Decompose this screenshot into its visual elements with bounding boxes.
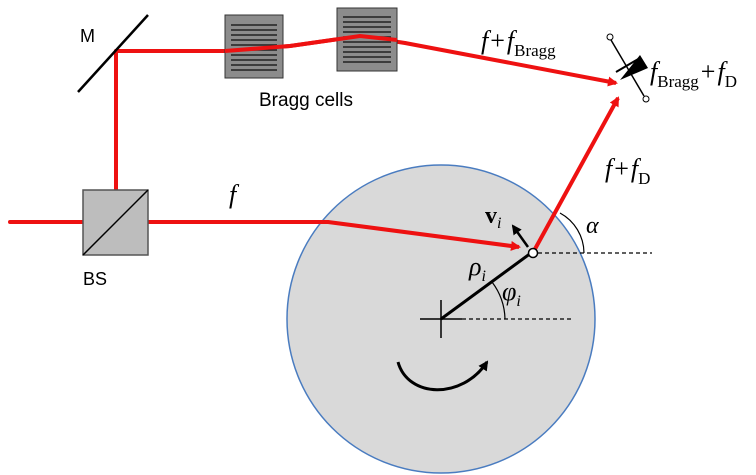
phi-label: φi: [502, 277, 521, 310]
beam-splitter: [82, 189, 149, 256]
radius-label: ρi: [468, 252, 486, 285]
mirror-label: M: [80, 26, 95, 46]
velocity-arrow: [511, 224, 530, 248]
rotation-arrow: [396, 360, 489, 392]
input-frequency-label: f: [229, 180, 240, 209]
measurement-beam: [327, 220, 521, 251]
shifted-reference-frequency-label: f+fBragg: [481, 26, 556, 60]
scattered-beam: [533, 96, 620, 250]
photodetector: [606, 33, 650, 103]
radius-line: [440, 251, 532, 321]
velocity-label: vi: [485, 203, 501, 232]
bragg-cell-1: [224, 14, 284, 79]
mirror: [77, 14, 149, 93]
reference-beam-to-detector: [404, 41, 618, 87]
detector-frequency-label: fBragg+fD: [650, 57, 737, 91]
scattering-particle: [527, 247, 539, 259]
alpha-angle-arc: [559, 212, 585, 254]
beam-through-bragg-cells: [224, 33, 398, 53]
doppler-frequency-label: f+fD: [605, 154, 650, 188]
beam-splitter-label: BS: [83, 269, 107, 289]
alpha-label: α: [586, 213, 599, 239]
phi-angle-arc: [491, 281, 506, 320]
bragg-cells-label: Bragg cells: [259, 90, 353, 111]
